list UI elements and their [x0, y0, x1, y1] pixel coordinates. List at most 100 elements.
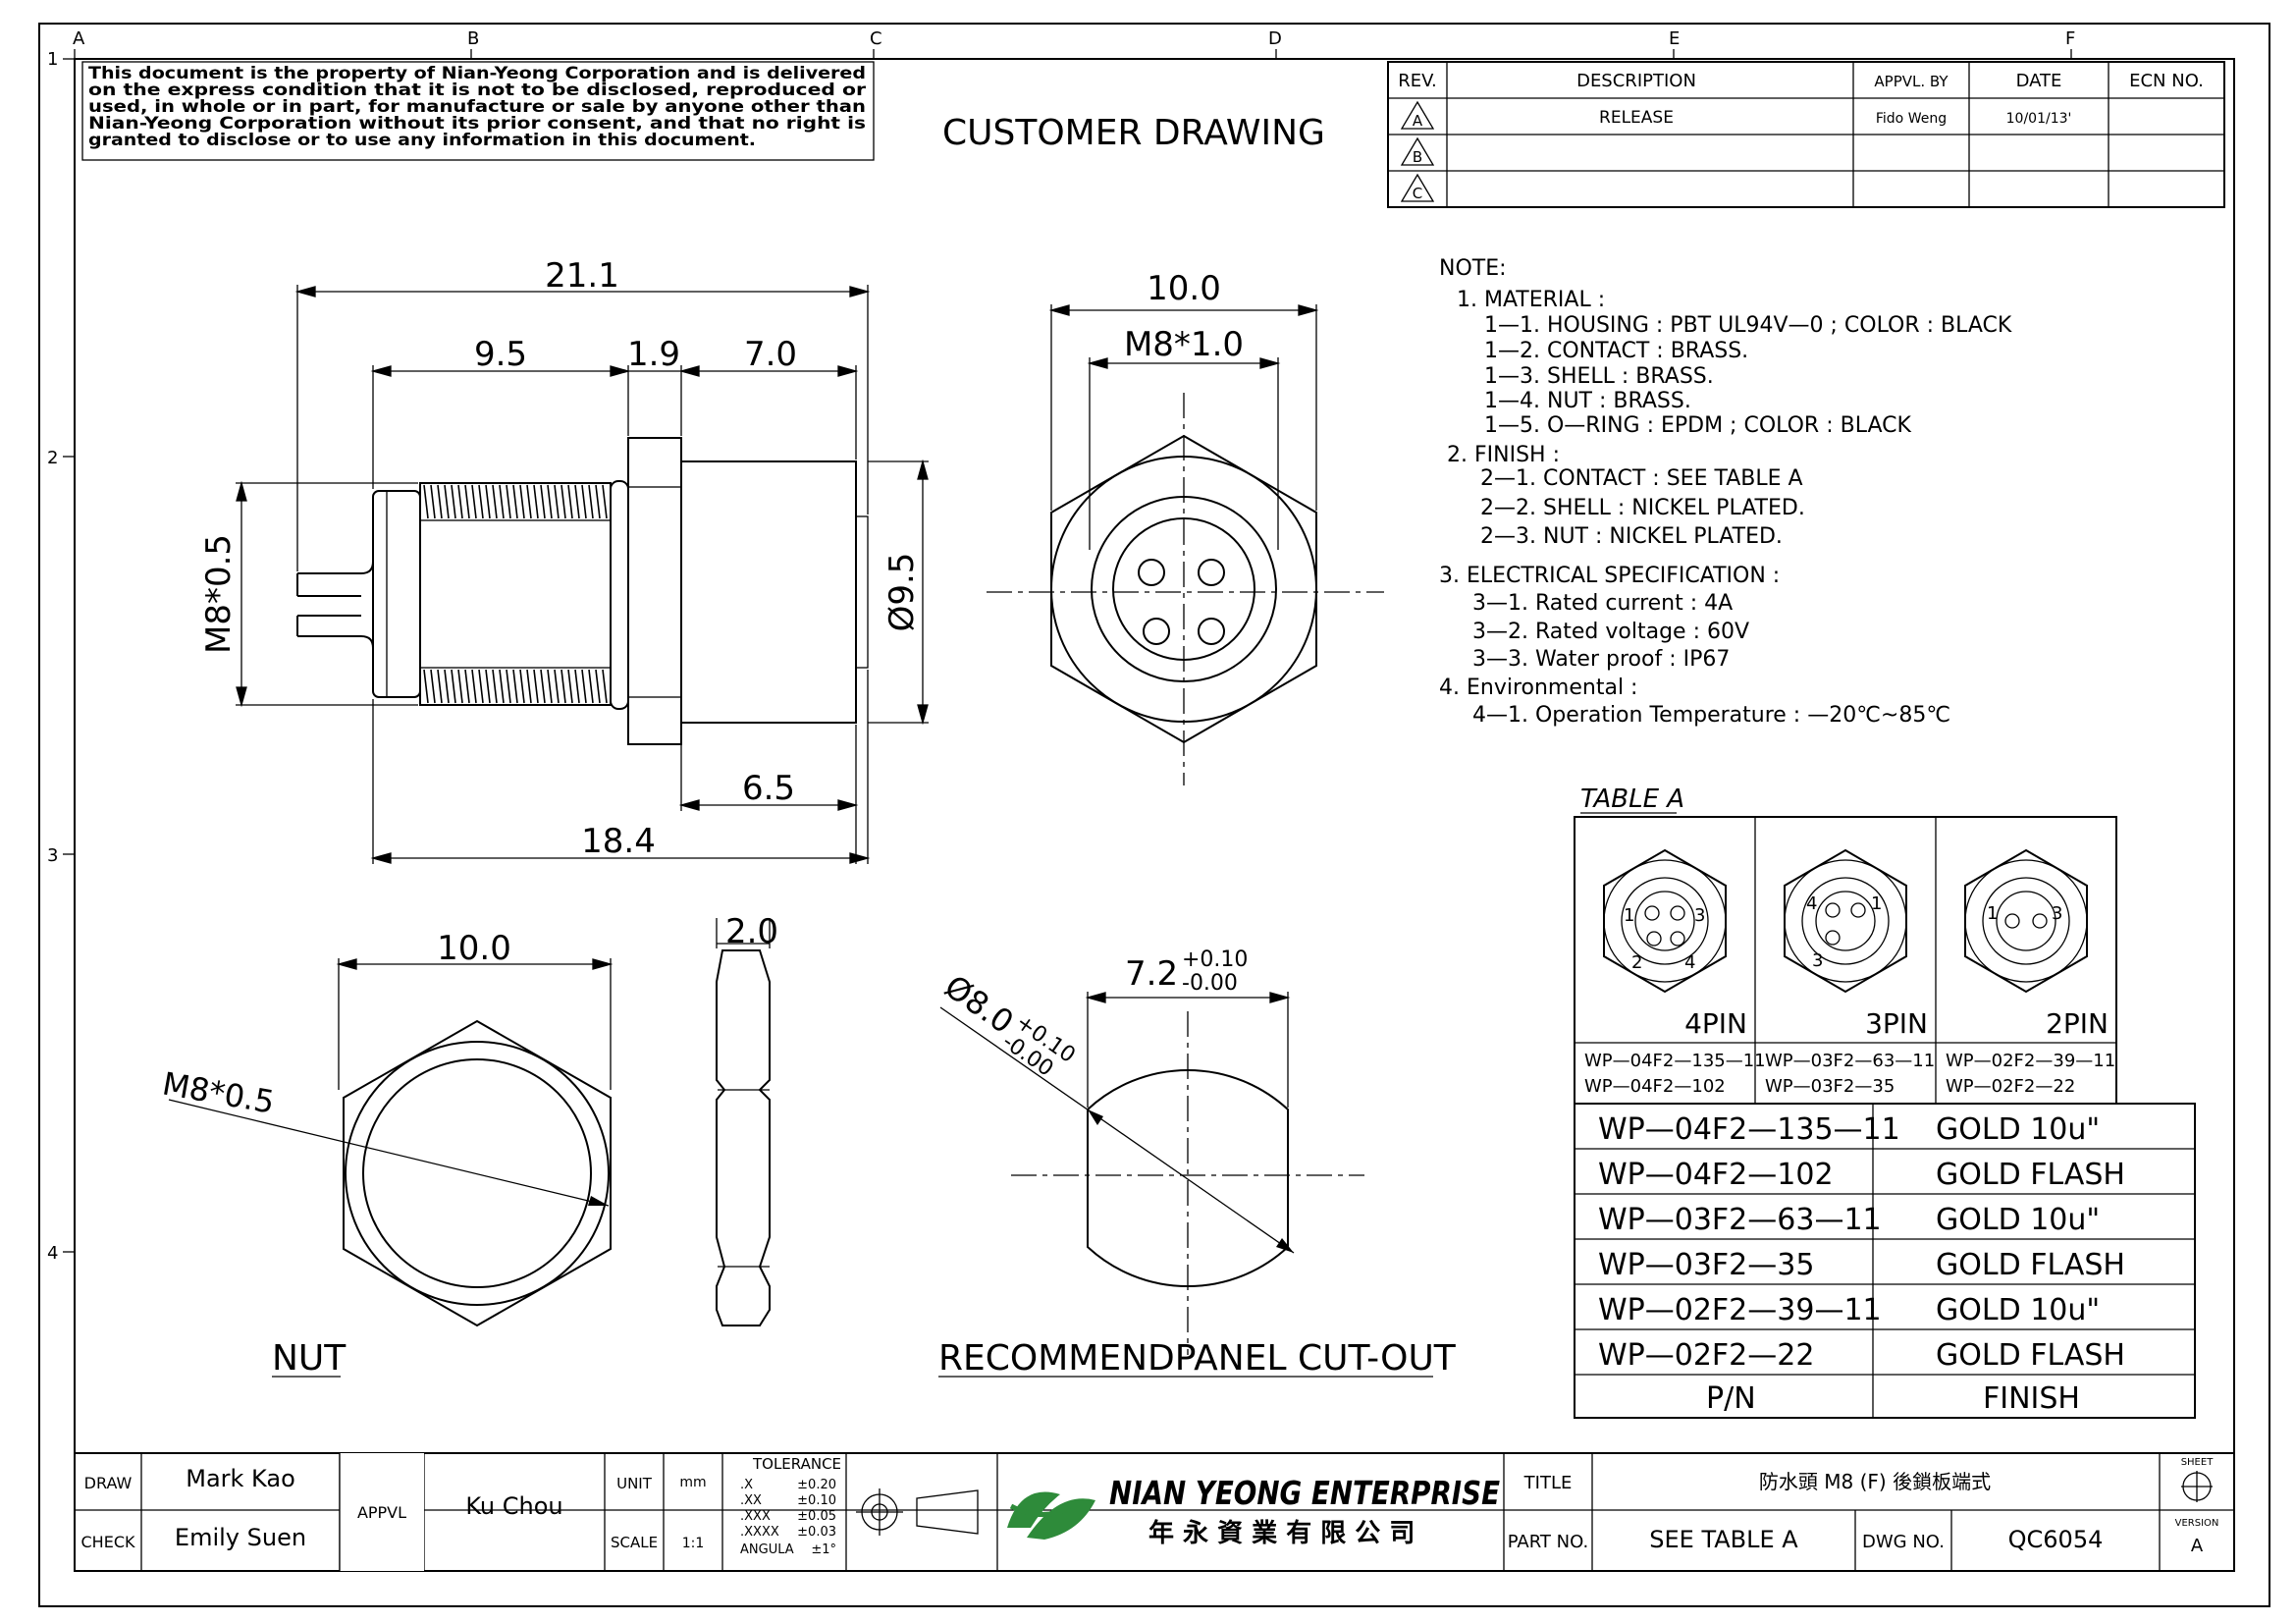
finish-row-finish: GOLD FLASH — [1936, 1158, 2125, 1192]
note-line: 1—2. CONTACT : BRASS. — [1484, 339, 1748, 363]
thread-hatch-line — [492, 484, 498, 519]
thread-hatch-line — [457, 669, 463, 704]
zone-number: 4 — [47, 1243, 58, 1264]
side-view: 21.1 9.5 1.9 7.0 M8*0.5 Ø9.5 6.5 18.4 — [199, 256, 929, 864]
svg-text:B: B — [1413, 148, 1422, 166]
thread-hatch-top — [423, 484, 608, 519]
pin-layout-3pin: 4 1 3 3PIN WP—03F2—63—11 WP—03F2—35 — [1765, 848, 1935, 1097]
dim-shoulder-length: 6.5 — [742, 769, 795, 808]
pin-number: 3 — [2052, 903, 2062, 924]
note-line: NOTE: — [1439, 256, 1507, 281]
thread-hatch-line — [581, 669, 587, 704]
version-value: A — [2191, 1536, 2204, 1556]
tolerance-key: ANGULA — [740, 1542, 794, 1557]
note-line: 2. FINISH : — [1447, 443, 1560, 467]
finish-row: WP—03F2—63—11 GOLD 10u" — [1598, 1203, 2100, 1237]
tolerance-key: .XXX — [740, 1509, 771, 1524]
appvl-label: APPVL — [357, 1503, 406, 1522]
pin-part-number: WP—04F2—102 — [1584, 1076, 1726, 1097]
dim-cutout-width-minus-tol: -0.00 — [1182, 971, 1238, 996]
note-line: 1—4. NUT : BRASS. — [1484, 389, 1691, 413]
company-name-en: NIAN YEONG ENTERPRISE — [1109, 1474, 1500, 1512]
pin-count-label: 3PIN — [1865, 1007, 1928, 1040]
pin-number: 3 — [1694, 905, 1705, 926]
inner-border — [74, 58, 2235, 1572]
pin-part-number: WP—02F2—39—11 — [1946, 1051, 2115, 1071]
note-line: 3—1. Rated current : 4A — [1472, 591, 1733, 616]
finish-row-finish: GOLD FLASH — [1936, 1248, 2125, 1282]
rev-triangle-a: A — [1400, 100, 1435, 130]
draw-label: DRAW — [84, 1474, 133, 1492]
title-block: DRAW Mark Kao CHECK Emily Suen APPVL Ku … — [75, 1453, 2234, 1571]
revision-table: REV. DESCRIPTION APPVL. BY DATE ECN NO. … — [1387, 61, 2225, 208]
thread-hatch-line — [451, 484, 456, 519]
thread-hatch-line — [485, 484, 491, 519]
tolerance-value: ±0.05 — [797, 1509, 836, 1524]
thread-hatch-line — [526, 669, 532, 704]
finish-table: WP—04F2—135—11 GOLD 10u" WP—04F2—102 GOL… — [1574, 1103, 2196, 1419]
zone-letters: A B C D E F — [73, 28, 2075, 49]
date-header: DATE — [2016, 71, 2062, 91]
pin-part-number: WP—03F2—63—11 — [1765, 1051, 1935, 1071]
rev-a-approver: Fido Weng — [1876, 111, 1947, 127]
thread-hatch-line — [444, 484, 450, 519]
finish-row-pn: WP—03F2—35 — [1598, 1248, 1814, 1282]
sheet-symbol-icon — [2181, 1471, 2213, 1502]
thread-hatch-line — [602, 669, 608, 704]
finish-row-finish: GOLD 10u" — [1936, 1203, 2100, 1237]
thread-hatch-line — [567, 484, 573, 519]
thread-hatch-bottom — [423, 669, 608, 704]
drawing-title: 防水頭 M8 (F) 後鎖板端式 — [1759, 1470, 1991, 1493]
dim-body-diameter: Ø9.5 — [882, 553, 922, 632]
pin-part-number: WP—03F2—35 — [1765, 1076, 1895, 1097]
thread-hatch-line — [444, 669, 450, 704]
thread-hatch-line — [595, 669, 601, 704]
dim-base-length: 18.4 — [581, 822, 656, 861]
note-line: 1—1. HOUSING : PBT UL94V—0 ; COLOR : BLA… — [1484, 313, 2012, 338]
finish-row-pn: WP—02F2—39—11 — [1598, 1293, 1882, 1327]
tolerance-title: TOLERANCE — [752, 1455, 841, 1473]
thread-hatch-line — [512, 484, 518, 519]
description-header: DESCRIPTION — [1576, 71, 1696, 91]
thread-hatch-line — [519, 484, 525, 519]
svg-text:A: A — [1413, 112, 1423, 130]
note-line: 3—3. Water proof : IP67 — [1472, 647, 1730, 672]
note-line: 1. MATERIAL : — [1457, 288, 1605, 312]
thread-hatch-line — [478, 669, 484, 704]
customer-drawing-heading: CUSTOMER DRAWING — [942, 113, 1325, 153]
thread-hatch-line — [547, 669, 553, 704]
thread-hatch-line — [574, 484, 580, 519]
rev-a-description: RELEASE — [1599, 108, 1674, 128]
dim-thread-size: M8*0.5 — [199, 534, 239, 654]
thread-hatch-line — [533, 484, 539, 519]
tolerance-key: .X — [740, 1478, 753, 1492]
draw-name: Mark Kao — [186, 1465, 295, 1492]
rev-triangle-c: C — [1400, 173, 1435, 202]
tolerance-value: ±1° — [811, 1542, 836, 1557]
dim-cutout-diameter: Ø8.0 — [937, 967, 1020, 1041]
dim-front-thread: M8*1.0 — [1124, 325, 1244, 364]
finish-row: WP—04F2—135—11 GOLD 10u" — [1598, 1112, 2100, 1147]
thread-hatch-line — [561, 669, 566, 704]
company-name-zh: 年 永 資 業 有 限 公 司 — [1148, 1518, 1415, 1548]
thread-hatch-line — [464, 669, 470, 704]
pin-layout-4pin: 1 3 2 4 4PIN WP—04F2—135—11 WP—04F2—102 — [1584, 848, 1766, 1097]
pin-number: 1 — [1624, 905, 1634, 926]
pin-number: 1 — [1871, 893, 1882, 914]
notice-line: This document is the property of Nian-Ye… — [88, 64, 866, 82]
company-logo — [1007, 1491, 1095, 1540]
ecn-header: ECN NO. — [2129, 71, 2204, 91]
pin-count-label: 2PIN — [2046, 1007, 2109, 1040]
part-no-label: PART NO. — [1508, 1532, 1589, 1552]
tolerance-key: .XX — [740, 1493, 762, 1508]
dim-cutout-width-plus-tol: +0.10 — [1182, 947, 1248, 972]
pin-part-number: WP—04F2—135—11 — [1584, 1051, 1766, 1071]
thread-hatch-line — [437, 484, 443, 519]
pin-number: 4 — [1684, 952, 1695, 973]
thread-hatch-line — [430, 484, 436, 519]
sheet-label: SHEET — [2181, 1457, 2215, 1468]
rev-triangle-b: B — [1400, 136, 1435, 166]
pin-number: 2 — [1631, 952, 1642, 973]
dim-nut-thickness: 1.9 — [627, 335, 680, 374]
